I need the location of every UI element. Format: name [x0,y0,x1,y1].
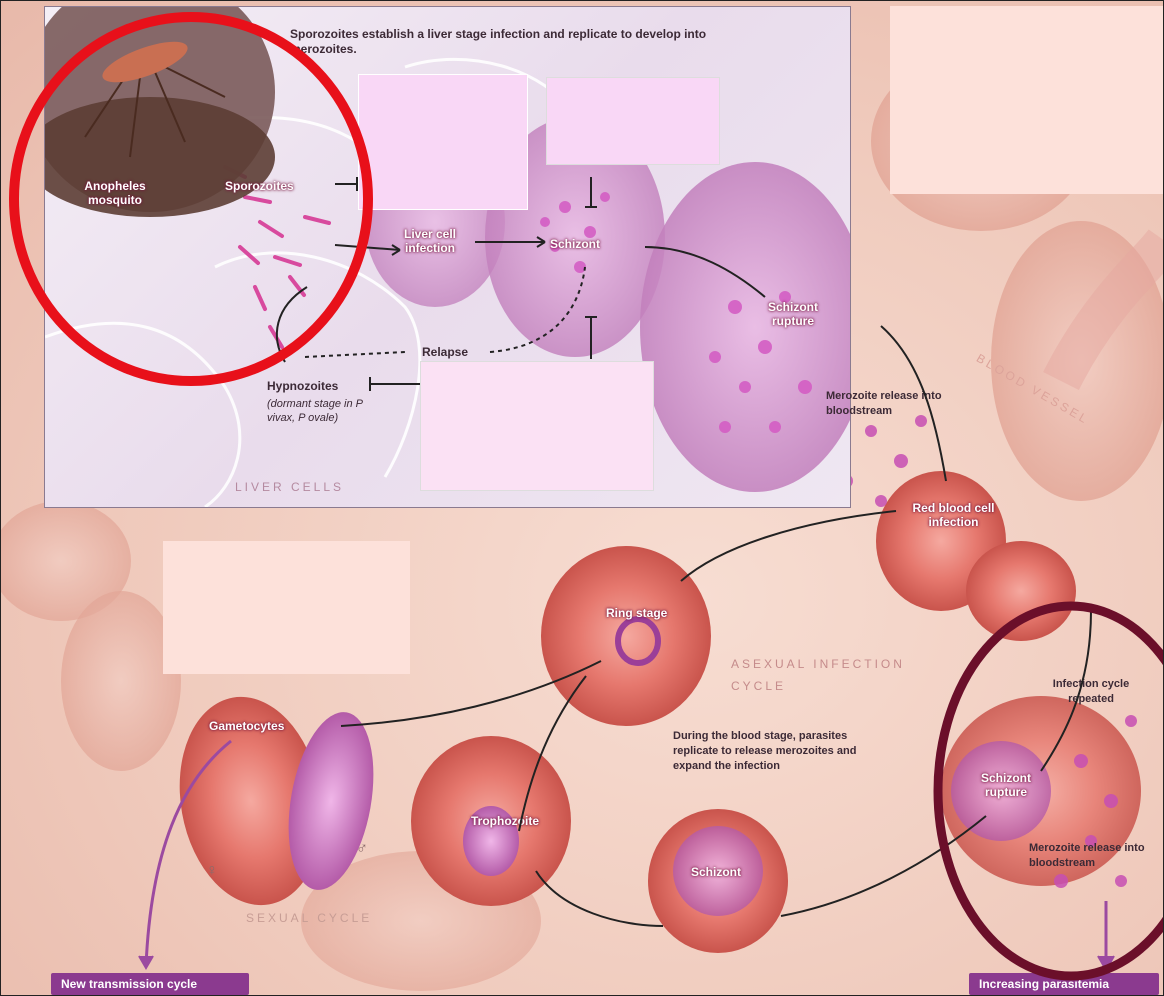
red-highlight-circle [14,17,368,381]
maroon-highlight-circle [938,606,1164,976]
